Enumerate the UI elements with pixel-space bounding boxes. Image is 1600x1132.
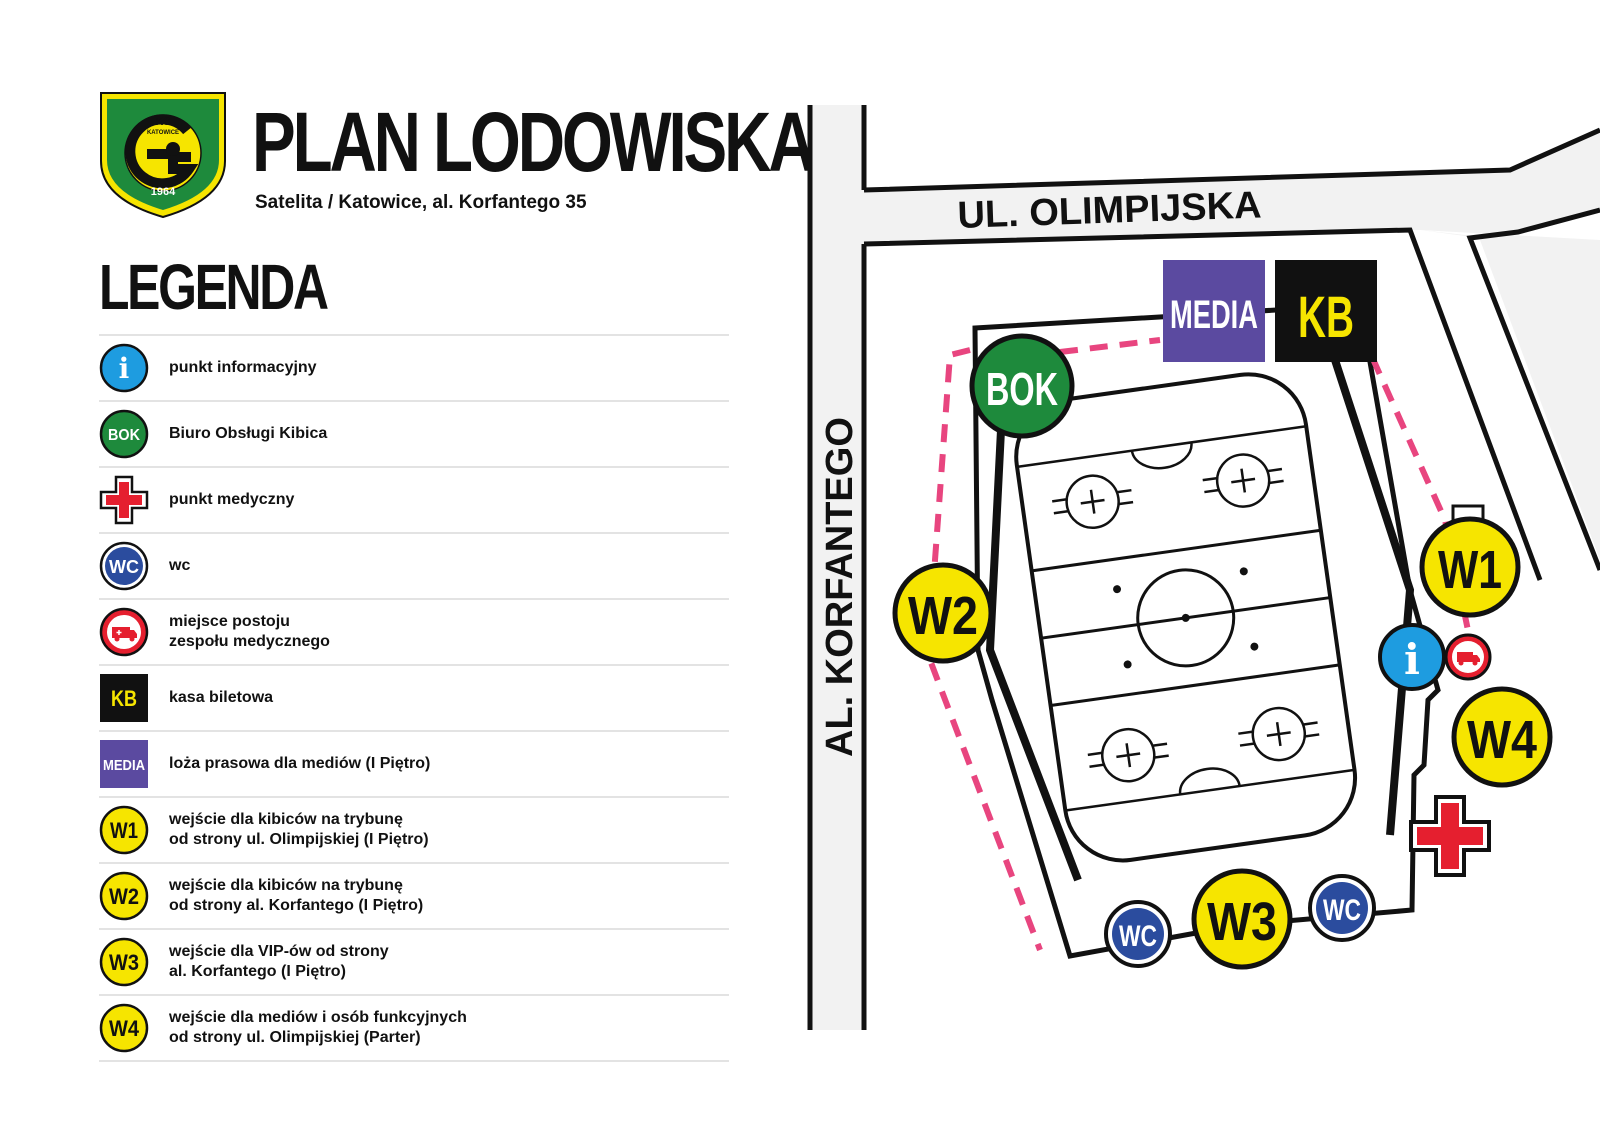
media-box (1163, 260, 1265, 362)
w3-icon: W3 (99, 937, 149, 987)
w3-marker (1191, 868, 1293, 970)
kb-icon: KB (100, 674, 148, 722)
wall-east (1331, 358, 1415, 836)
legend-label: kasa biletowa (169, 689, 274, 706)
w3-label: W3 (1207, 892, 1277, 952)
w4-label: W4 (1467, 710, 1537, 770)
bok-label: BOK (986, 363, 1058, 415)
medical-cross-icon (99, 475, 149, 525)
legend-item-medical: punkt medyczny (99, 466, 729, 532)
legend-item-bok: BOK Biuro Obsługi Kibica (99, 400, 729, 466)
w4-marker (1451, 686, 1553, 788)
svg-text:KB: KB (111, 686, 137, 711)
w2-label: W2 (908, 586, 978, 646)
wc-left-label: WC (1119, 920, 1157, 953)
ambulance-icon (99, 607, 149, 657)
street-korfantego: AL. KORFANTEGO (819, 417, 861, 757)
legend-label: Biuro Obsługi Kibica (169, 425, 328, 442)
svg-text:WC: WC (109, 557, 139, 577)
kb-label: KB (1298, 285, 1354, 350)
page-title: PLAN LODOWISKA (252, 95, 816, 189)
route-west (926, 347, 1043, 952)
kb-box (1275, 260, 1377, 362)
legend-item-kb: KB kasa biletowa (99, 664, 729, 730)
wall-west (985, 409, 1082, 882)
bok-icon: BOK (99, 409, 149, 459)
legend-label: loża prasowa dla mediów (I Piętro) (169, 755, 431, 772)
w1-marker (1419, 516, 1521, 618)
ice-rink (1014, 372, 1358, 863)
w2-icon: W2 (99, 871, 149, 921)
club-logo: KS KATOWICE 1964 (99, 91, 227, 219)
page-subtitle: Satelita / Katowice, al. Korfantego 35 (255, 192, 587, 213)
svg-text:BOK: BOK (108, 427, 140, 444)
w4-icon: W4 (99, 1003, 149, 1053)
svg-text:W1: W1 (110, 818, 138, 843)
w1-icon: W1 (99, 805, 149, 855)
w2-marker (892, 562, 994, 664)
legend-list: i punkt informacyjny BOK Biuro Obsługi K… (99, 334, 729, 1062)
route-north (1059, 328, 1473, 641)
info-icon: i (99, 343, 149, 393)
legend-label: wc (169, 557, 191, 574)
wc-icon: WC (99, 541, 149, 591)
logo-ks-text: KS (155, 116, 170, 128)
media-label: MEDIA (1170, 293, 1258, 337)
svg-text:i: i (119, 352, 130, 385)
media-icon: MEDIA (100, 740, 148, 788)
svg-text:MEDIA: MEDIA (103, 757, 145, 774)
svg-text:W2: W2 (109, 884, 139, 909)
legend-item-media: MEDIA loża prasowa dla mediów (I Piętro) (99, 730, 729, 796)
w1-label: W1 (1438, 540, 1502, 600)
legend-item-info: i punkt informacyjny (99, 334, 729, 400)
svg-text:W4: W4 (109, 1016, 140, 1041)
legend-label: punkt medyczny (169, 491, 295, 508)
info-label: i (1404, 635, 1420, 684)
logo-year-text: 1964 (151, 186, 176, 198)
legend-label: punkt informacyjny (169, 359, 317, 376)
medical-cross-marker (1409, 795, 1491, 877)
legend-title: LEGENDA (99, 251, 329, 323)
roads (807, 105, 1600, 1030)
logo-city-text: KATOWICE (147, 130, 179, 136)
legend-item-w4: W4 wejście dla mediów i osób funkcyjnych… (99, 994, 729, 1062)
legend-item-wc: WC wc (99, 532, 729, 598)
bok-marker (969, 333, 1075, 439)
svg-text:W3: W3 (109, 950, 139, 975)
info-marker (1378, 623, 1446, 691)
ambulance-marker (1444, 633, 1492, 681)
rink-map: UL. OLIMPIJSKA AL. KORFANTEGO (780, 95, 1600, 1040)
wc-right-label: WC (1323, 894, 1361, 927)
